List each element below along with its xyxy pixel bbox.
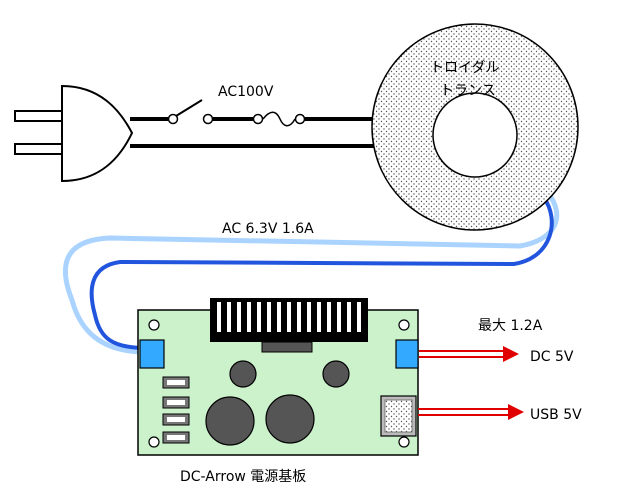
fuse-icon <box>252 111 306 127</box>
dc-output-terminal <box>395 339 419 369</box>
arrow-right-icon <box>503 346 519 362</box>
toroidal-transformer-icon <box>371 23 579 231</box>
secondary-cable <box>62 191 560 355</box>
capacitor-large <box>265 394 315 444</box>
power-board <box>137 298 419 456</box>
usb-port-icon <box>380 395 417 437</box>
label-dc-output: DC 5V <box>530 349 574 365</box>
label-max-current: 最大 1.2A <box>478 318 543 334</box>
mains-wiring <box>130 99 375 148</box>
label-ac-mains: AC100V <box>218 84 274 100</box>
plug-icon <box>14 84 134 183</box>
usb-output-arrow <box>418 404 524 420</box>
label-secondary-voltage: AC 6.3V 1.6A <box>222 221 314 237</box>
input-terminal <box>139 339 165 369</box>
dc-output-arrow <box>419 346 519 362</box>
capacitor-small <box>229 360 257 388</box>
label-transformer-line2: トランス <box>440 83 496 99</box>
label-board-name: DC-Arrow 電源基板 <box>180 468 306 485</box>
capacitor-small <box>322 360 350 388</box>
label-usb-output: USB 5V <box>530 407 582 423</box>
capacitor-large <box>205 396 255 446</box>
resistor-array <box>162 376 190 444</box>
label-transformer-line1: トロイダル <box>430 60 499 76</box>
heatsink-icon <box>210 298 368 353</box>
cable-wire-dark <box>89 196 554 350</box>
switch-icon <box>167 99 214 125</box>
arrow-right-icon <box>508 404 524 420</box>
